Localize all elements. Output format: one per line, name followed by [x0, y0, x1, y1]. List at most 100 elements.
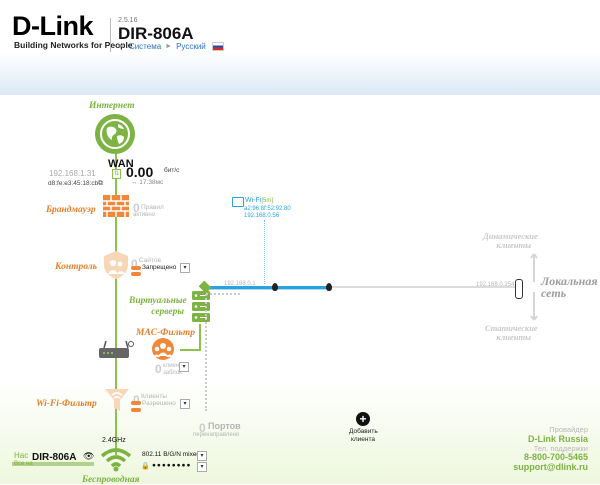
- lan-ip-right: 192.168.0.254: [476, 282, 515, 288]
- ports-sub: перенаправлено: [193, 432, 240, 438]
- control-mode-bar-2: [131, 272, 141, 276]
- wireless-settings-link[interactable]: Нас Все на: [14, 451, 33, 469]
- virtual-servers-label-line1: Виртуальные: [129, 296, 187, 306]
- header-background: [0, 0, 600, 95]
- provider-name[interactable]: D-Link Russia: [527, 434, 588, 444]
- control-mode-bar: [131, 266, 141, 270]
- wireless-settings-line1: Нас: [14, 451, 29, 460]
- ports-connector-h: [206, 293, 240, 295]
- static-clients-label[interactable]: Статические клиенты: [485, 323, 538, 342]
- add-client-label[interactable]: Добавить клиента: [349, 428, 378, 444]
- support-phone-label: Тел. поддержки: [533, 444, 588, 453]
- control-dropdown[interactable]: ▾: [180, 263, 190, 273]
- model-name: DIR-806A: [118, 24, 194, 43]
- lan-line-active: [202, 286, 332, 289]
- lan-line-shadow: [202, 289, 332, 290]
- control-count-label: Сайтов: [139, 257, 161, 264]
- mac-filter-count-label: клиентов: [163, 363, 189, 369]
- dynamic-clients-line2: клиенты: [496, 240, 531, 250]
- header-nav: ► Система ► Русский: [118, 42, 224, 51]
- wifi-client-mac: a2:96:8f:52:92:80: [244, 206, 291, 212]
- wifi-client-drop-icon: [272, 283, 278, 291]
- add-client-label-line2: клиента: [350, 436, 376, 443]
- wifi-client-name[interactable]: Wi-Fi[5m]: [245, 197, 273, 204]
- lan-line-inactive: [332, 286, 515, 288]
- ports-connector: [205, 291, 207, 411]
- control-mode: Запрещено: [142, 264, 177, 271]
- support-email[interactable]: support@dlink.ru: [513, 462, 588, 472]
- virtual-servers-label: Виртуальные серверы: [129, 296, 187, 318]
- russia-flag-icon: [211, 42, 224, 51]
- wifi-filter-mode: Разрешено: [142, 400, 176, 407]
- local-network-line1: Локальная: [541, 274, 598, 288]
- wifi-client-connector: [264, 220, 265, 284]
- wifi-filter-icon[interactable]: [103, 386, 131, 414]
- static-clients-line1: Статические: [485, 323, 538, 333]
- lan-bracket-icon: [530, 252, 538, 322]
- firewall-label: Брандмауэр: [46, 205, 96, 215]
- provider-label: Провайдер: [549, 425, 588, 434]
- wifi-password[interactable]: ●●●●●●●●: [152, 462, 192, 469]
- ssid-field[interactable]: DIR-806A: [32, 452, 77, 463]
- support-phone[interactable]: 8-800-700-5465: [523, 452, 588, 462]
- add-client-label-line1: Добавить: [349, 428, 378, 435]
- control-count: 0: [131, 257, 138, 271]
- mac-filter-label: MAC-Фильтр: [136, 328, 195, 338]
- internet-label: Интернет: [89, 101, 135, 111]
- lan-ip-left: 192.168.0.1: [224, 281, 256, 287]
- dlink-logo[interactable]: D-Link: [12, 11, 94, 41]
- firewall-sub: активно: [133, 212, 155, 218]
- virtual-servers-label-line2: серверы: [151, 307, 184, 317]
- wan-mac: d8:fe:e3:45:18:cb: [48, 180, 99, 187]
- add-client-icon[interactable]: +: [356, 412, 370, 426]
- wan-label[interactable]: WAN: [108, 158, 134, 170]
- firewall-count-label: Правил: [141, 204, 164, 211]
- chevron-right-icon: ►: [118, 43, 125, 50]
- wifi-icon[interactable]: [99, 446, 133, 472]
- wan-latency: ↔ 17.38мс: [131, 179, 164, 186]
- wireless-mode-dropdown[interactable]: ▾: [197, 451, 207, 461]
- static-clients-line2: клиенты: [496, 332, 531, 342]
- server-icon[interactable]: [191, 290, 211, 324]
- dynamic-clients-label[interactable]: Динамические клиенты: [483, 232, 538, 250]
- wifi-client-ip: 192.168.0.56: [244, 213, 280, 219]
- lan-endpoint-icon: [515, 279, 523, 299]
- logo-tagline: Building Networks for People: [14, 40, 133, 50]
- router-icon[interactable]: [98, 340, 134, 360]
- footer-background: [0, 380, 600, 484]
- nav-language-link[interactable]: Русский: [176, 42, 206, 51]
- nav-system-link[interactable]: Система: [128, 42, 162, 51]
- wan-speed-unit: бит/с: [164, 167, 180, 174]
- firmware-version: 2.5.16: [118, 17, 138, 24]
- mac-filter-dropdown[interactable]: ▾: [179, 362, 189, 372]
- ports-label: Портов: [208, 421, 241, 431]
- parental-control-icon[interactable]: [102, 250, 130, 280]
- ports-count: 0: [199, 421, 206, 435]
- wireless-mode[interactable]: 802.11 B/G/N mixed: [142, 451, 201, 458]
- wifi-filter-bar-2: [131, 408, 141, 412]
- mac-filter-sub: заблок.: [163, 370, 184, 376]
- mac-filter-icon[interactable]: [148, 338, 178, 362]
- wifi-filter-dropdown[interactable]: ▾: [180, 399, 190, 409]
- wifi-filter-count: 0: [133, 393, 140, 407]
- wan-speed: 0.00: [126, 164, 154, 180]
- wifi-band: 2.4GHz: [102, 437, 126, 444]
- ssid-underline: [12, 462, 94, 466]
- wan-port-icon: ⇅: [112, 169, 121, 179]
- mac-filter-count: 0: [155, 362, 162, 376]
- connection-line: [115, 150, 117, 455]
- firewall-icon[interactable]: [102, 193, 130, 219]
- wifi-password-dropdown[interactable]: ▾: [197, 462, 207, 472]
- chevron-right-icon: ►: [165, 43, 173, 50]
- copy-icon[interactable]: ⧉: [98, 180, 103, 187]
- eye-icon[interactable]: 👁: [83, 451, 95, 461]
- header-divider: [110, 18, 111, 52]
- client-drop-icon: [326, 283, 332, 291]
- local-network-line2: сеть: [541, 286, 567, 300]
- local-network-label: Локальная сеть: [541, 275, 598, 299]
- server-connector-horizontal: [180, 349, 201, 351]
- wifi-filter-label: Wi-Fi-Фильтр: [36, 399, 97, 409]
- firewall-count: 0: [133, 201, 140, 215]
- globe-icon[interactable]: [95, 114, 135, 154]
- wifi-filter-bar: [131, 401, 141, 405]
